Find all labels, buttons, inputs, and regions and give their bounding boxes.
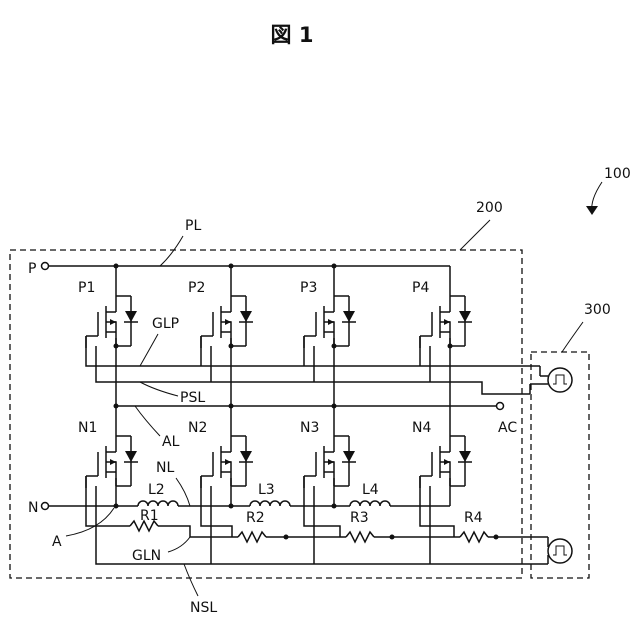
leader-NL (176, 478, 190, 506)
upper-switch-P4 (420, 266, 472, 348)
resistor-R4 (460, 532, 488, 542)
figure-title: 図 1 (271, 23, 314, 47)
terminal-N (42, 503, 49, 510)
label-L3: L3 (258, 482, 275, 498)
module-200-boundary (10, 250, 522, 578)
label-AL: AL (162, 434, 180, 450)
label-N3: N3 (300, 420, 319, 436)
resistor-R2 (238, 532, 266, 542)
label-N4: N4 (412, 420, 431, 436)
terminal-AC (497, 403, 504, 410)
label-system-100: 100 (604, 166, 631, 182)
label-N1: N1 (78, 420, 97, 436)
upper-switch-P2 (201, 266, 253, 348)
label-R1: R1 (140, 508, 159, 524)
leader-NSL (184, 564, 198, 596)
label-module-200: 200 (476, 200, 503, 216)
label-GLP: GLP (152, 316, 179, 332)
lower-switch-N3 (304, 406, 356, 488)
label-NSL: NSL (190, 600, 217, 616)
lower-switch-N4 (420, 406, 472, 488)
leader-AL (135, 406, 160, 436)
gate-driver-upper (548, 368, 572, 392)
leader-GLP (140, 334, 158, 366)
leader-200 (460, 220, 490, 250)
label-GLN: GLN (132, 548, 161, 564)
resistor-R3 (346, 532, 374, 542)
gate-driver-lower (548, 539, 572, 563)
inductor-L2 (138, 501, 178, 506)
label-driver-300: 300 (584, 302, 611, 318)
leader-GLN (168, 537, 190, 552)
upper-switch-P1 (86, 266, 138, 348)
inductor-L3 (250, 501, 290, 506)
label-P2: P2 (188, 280, 205, 296)
terminal-P-label: P (28, 261, 36, 277)
label-L2: L2 (148, 482, 165, 498)
leader-A (66, 508, 114, 536)
label-PL: PL (185, 218, 201, 234)
lower-switch-N2 (201, 406, 253, 488)
terminal-P (42, 263, 49, 270)
lower-switch-N1 (86, 406, 138, 488)
leader-PSL (140, 382, 178, 396)
leader-PL (160, 236, 183, 266)
arrow-head-100 (586, 206, 598, 215)
label-NL: NL (156, 460, 174, 476)
label-R2: R2 (246, 510, 265, 526)
label-N2: N2 (188, 420, 207, 436)
label-P4: P4 (412, 280, 429, 296)
label-PSL: PSL (180, 390, 205, 406)
terminal-AC-label: AC (498, 420, 517, 436)
leader-300 (562, 322, 583, 352)
label-R3: R3 (350, 510, 369, 526)
label-R4: R4 (464, 510, 483, 526)
label-A: A (52, 534, 62, 550)
label-L4: L4 (362, 482, 379, 498)
inductor-L4 (350, 501, 390, 506)
label-P3: P3 (300, 280, 317, 296)
upper-switch-P3 (304, 266, 356, 348)
terminal-N-label: N (28, 500, 38, 516)
label-P1: P1 (78, 280, 95, 296)
